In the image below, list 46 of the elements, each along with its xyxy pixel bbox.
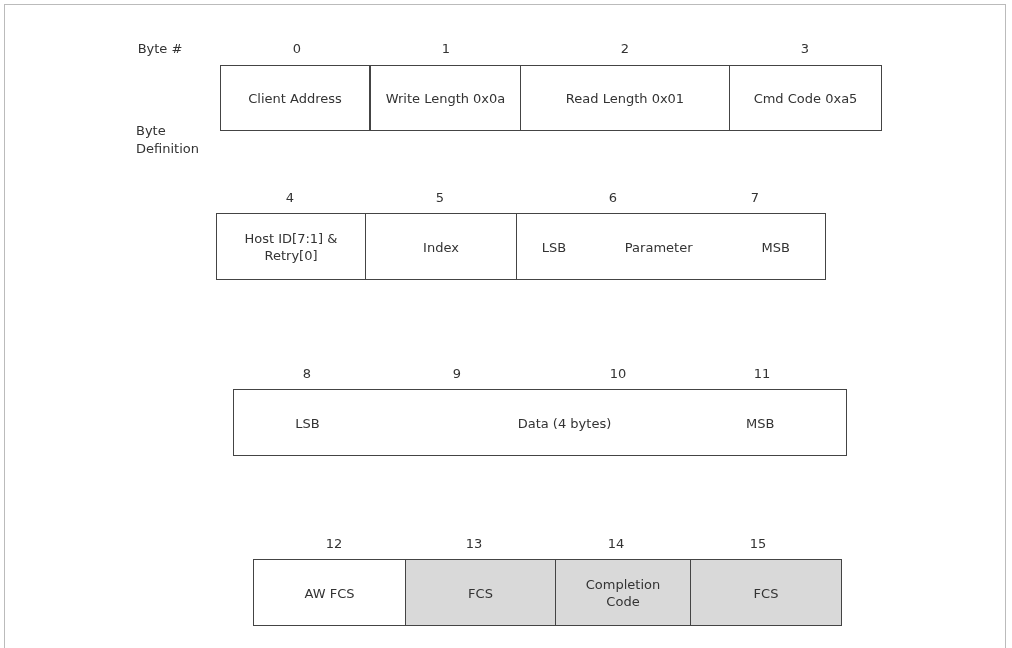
byte-number: 14 [607,535,625,551]
field-label: Cmd Code 0xa5 [752,89,859,107]
field-label: MSB [761,238,790,255]
field-box [405,559,556,626]
byte-number: 1 [441,40,451,56]
field-box [253,559,406,626]
field-label: Write Length 0x0a [384,89,507,107]
field-box [690,559,842,626]
field-label: Host ID[7:1] & Retry[0] [243,229,339,264]
field-label: Index [422,238,460,255]
byte-number: 12 [325,535,343,551]
byte-number: 4 [285,189,295,205]
row-heading: Byte # [137,40,183,56]
byte-number: 10 [609,365,627,381]
field-label: Client Address [247,89,343,107]
field-label: LSB [541,238,567,255]
field-box [220,65,370,131]
field-box [555,559,691,626]
byte-number: 5 [435,189,445,205]
field-label: Data (4 bytes) [517,414,612,431]
byte-number: 11 [753,365,771,381]
field-box [233,389,847,456]
byte-number: 0 [292,40,302,56]
field-label: FCS [752,584,780,601]
field-label: LSB [295,414,320,431]
field-label: Read Length 0x01 [564,89,686,107]
byte-number: 3 [800,40,810,56]
field-box [520,65,730,131]
field-box [216,213,366,280]
field-box [370,65,521,131]
byte-number: 9 [452,365,462,381]
byte-number: 6 [608,189,618,205]
byte-number: 2 [620,40,630,56]
row-heading: Byte Definition [136,122,200,158]
field-label: MSB [746,414,775,431]
byte-number: 13 [465,535,483,551]
field-box [365,213,517,280]
field-label: FCS [467,584,494,601]
byte-number: 15 [749,535,767,551]
byte-number: 8 [302,365,312,381]
field-label: AW FCS [303,584,356,601]
field-label: Completion Code [584,575,662,610]
field-box [729,65,882,131]
byte-number: 7 [750,189,760,205]
field-label: Parameter [624,238,693,255]
field-box [516,213,826,280]
